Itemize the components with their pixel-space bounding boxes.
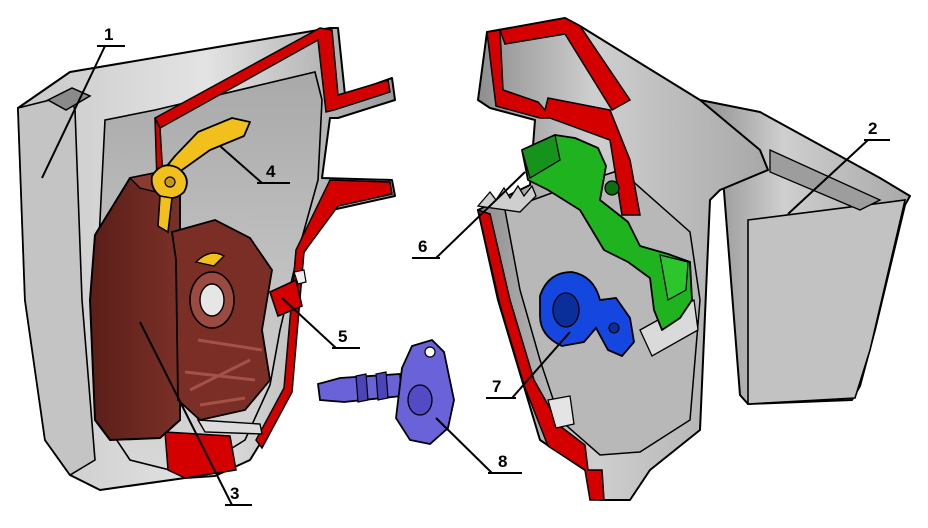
callout-label-6: 6	[418, 237, 428, 256]
yellow-lever-pin	[164, 176, 176, 188]
left-spring-clip	[196, 419, 263, 435]
leader-6	[412, 171, 526, 259]
yellow-lever	[150, 117, 251, 267]
green-lever-body	[521, 134, 693, 331]
right-housing-cut-left	[476, 208, 605, 501]
callout-label-2: 2	[868, 119, 878, 138]
green-lever	[521, 134, 693, 331]
blue-cam-bore	[552, 292, 580, 328]
callout-label-7: 7	[492, 377, 502, 396]
right-housing-serration	[476, 184, 537, 213]
leader-1	[41, 45, 125, 179]
callout-label-4: 4	[266, 162, 276, 181]
violet-shaft-hub	[407, 384, 433, 416]
violet-shaft-ring	[355, 371, 389, 403]
callout-label-1: 1	[104, 25, 114, 44]
brake-pad-ribs	[184, 338, 263, 407]
right-housing-latch	[547, 395, 575, 429]
brake-pad	[88, 170, 273, 442]
callout-label-8: 8	[498, 452, 508, 471]
callout-label-5: 5	[338, 327, 348, 346]
leader-3	[139, 321, 252, 506]
violet-shaft	[317, 338, 455, 445]
callout-label-3: 3	[230, 484, 240, 503]
right-housing	[476, 17, 911, 501]
left-housing-slot	[46, 87, 92, 111]
brake-pad-bore-inner	[199, 283, 225, 317]
right-housing-flange-face	[747, 199, 907, 405]
yellow-lever-arm	[161, 117, 251, 181]
left-housing-cut-section-bottom	[164, 431, 237, 479]
leader-2	[787, 139, 890, 215]
leader-5	[281, 297, 360, 349]
callout-lines	[41, 45, 890, 506]
leader-4	[219, 145, 290, 184]
left-housing-cut-section-lower	[255, 179, 393, 450]
green-lever-tooth	[659, 254, 689, 301]
leader-8	[435, 417, 522, 474]
left-housing-cut-section	[154, 27, 391, 130]
right-housing-cut-section	[486, 29, 641, 216]
violet-shaft-hole	[424, 346, 436, 358]
yellow-lever-tail	[157, 195, 173, 234]
blue-cam	[539, 271, 635, 358]
red-pin	[269, 278, 303, 318]
right-housing-cut-top	[498, 17, 632, 112]
leader-7	[486, 331, 571, 399]
blue-cam-pin-hole	[608, 322, 620, 334]
green-lever-face	[521, 134, 561, 179]
red-pin-cap	[293, 269, 307, 285]
green-lever-hole	[604, 180, 620, 196]
yellow-lever-hook	[194, 252, 226, 267]
